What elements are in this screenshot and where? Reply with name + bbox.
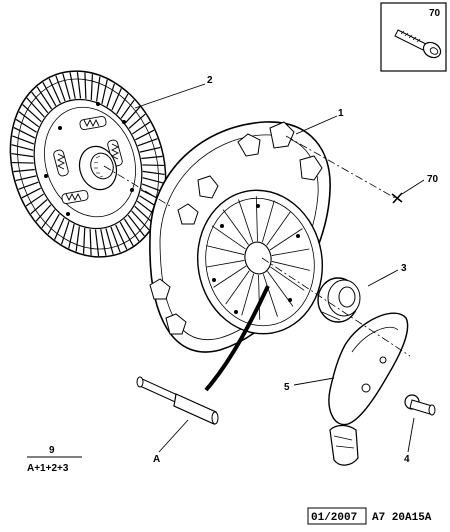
kit-composition: 9 A+1+2+3 <box>27 445 82 474</box>
friction-lining <box>11 72 165 256</box>
callout-70-inset: 70 <box>429 8 441 19</box>
pressure-plate <box>149 121 331 353</box>
release-fork <box>328 312 409 466</box>
clutch-disc <box>9 70 167 258</box>
cable-line <box>204 285 270 392</box>
reference-code: A7 20A15A <box>372 512 432 524</box>
date-code: 01/2007 <box>311 512 357 524</box>
kit-number: 9 <box>49 445 55 456</box>
bolt-icon <box>394 29 442 59</box>
callout-2: 2 <box>207 75 213 86</box>
callout-5: 5 <box>284 382 290 393</box>
footer-reference: 01/2007 A7 20A15A <box>307 507 432 525</box>
kit-formula: A+1+2+3 <box>27 463 69 474</box>
callout-3: 3 <box>401 263 407 274</box>
release-bearing <box>317 277 361 323</box>
inset-frame <box>380 2 447 72</box>
callout-4: 4 <box>404 454 410 465</box>
ball-pivot <box>404 394 436 416</box>
callout-1: 1 <box>338 108 344 119</box>
diaphragm-fingers <box>206 196 310 320</box>
date-code-box <box>307 507 367 525</box>
callout-70-main: 70 <box>427 174 439 185</box>
assembly-axis-lines <box>103 135 411 357</box>
bolt-marker-70 <box>391 192 403 204</box>
alignment-tool <box>136 376 219 425</box>
damper-springs <box>53 116 123 204</box>
leader-lines <box>134 83 425 453</box>
bolt-inset: 70 <box>380 2 447 72</box>
callout-a: A <box>153 454 160 465</box>
